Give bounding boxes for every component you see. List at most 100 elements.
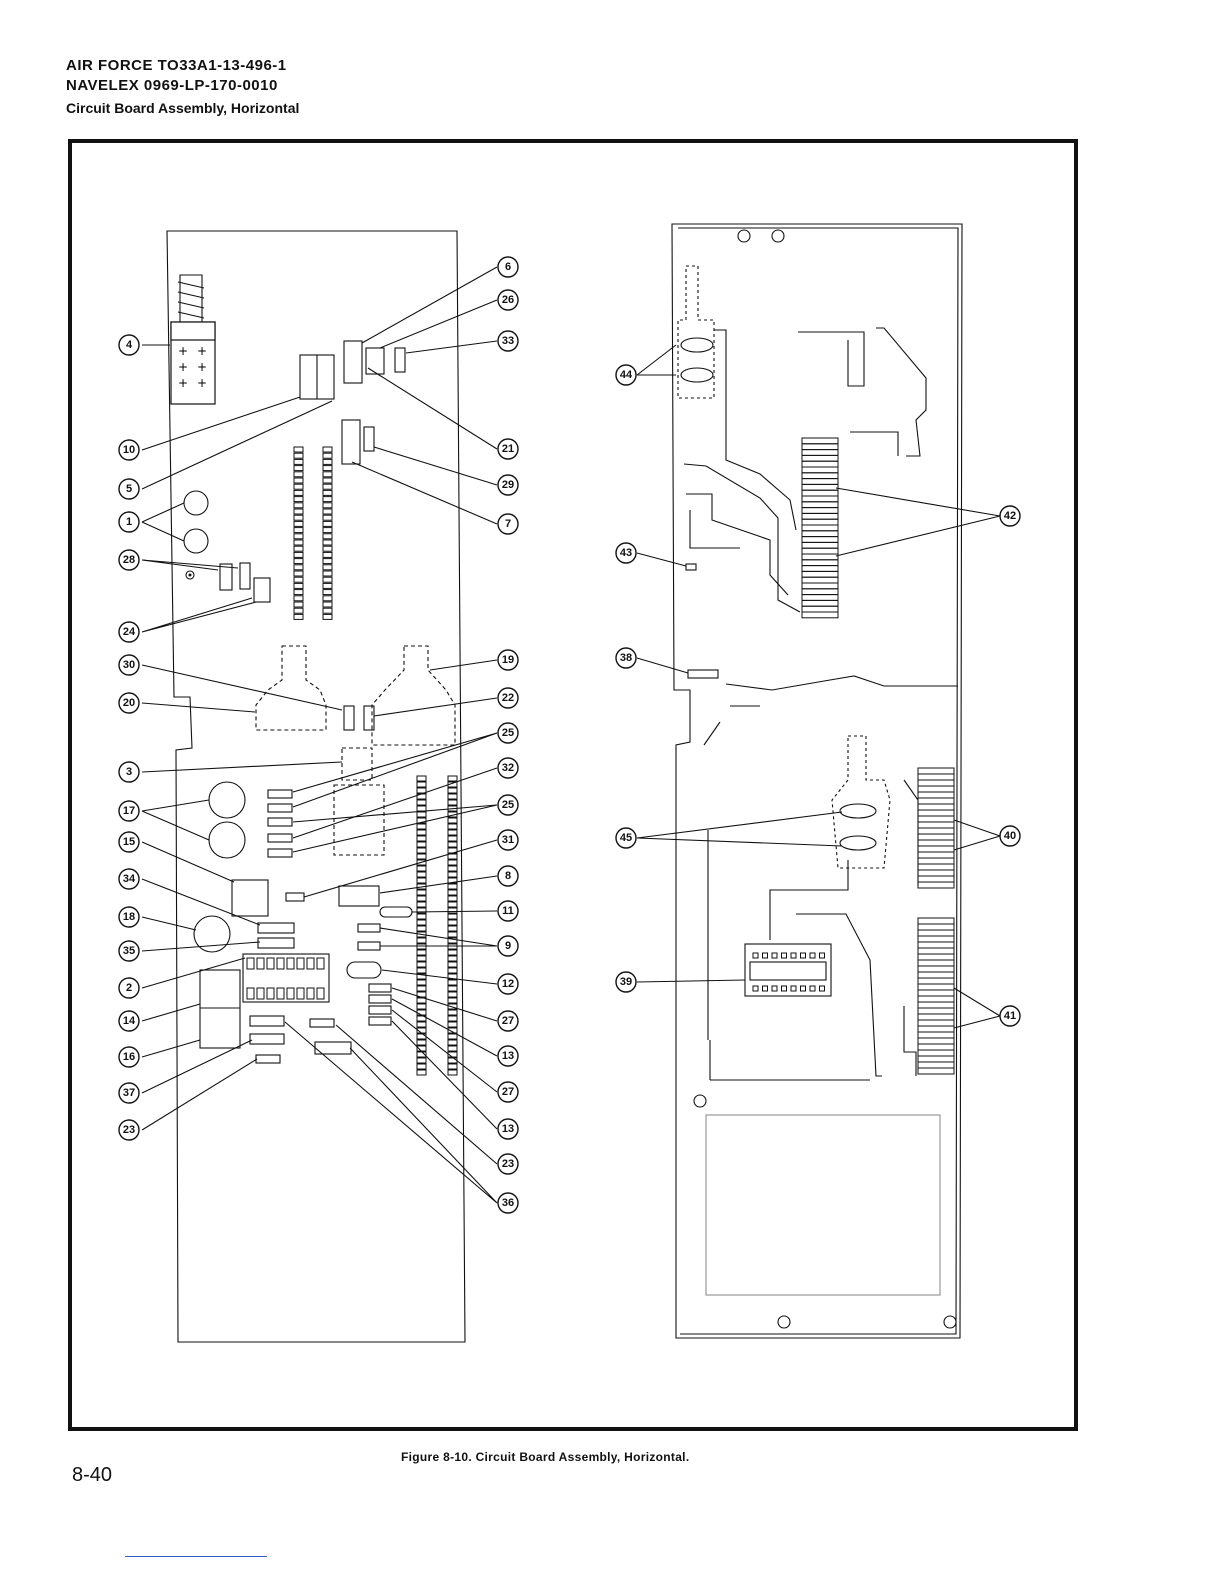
- edge-contact: [802, 461, 838, 467]
- callout-5: 5: [119, 479, 139, 499]
- svg-text:28: 28: [123, 554, 135, 566]
- svg-text:44: 44: [620, 369, 633, 381]
- edge-contact: [918, 1044, 954, 1050]
- solder-pad: [294, 490, 303, 495]
- callout-12: 12: [498, 974, 518, 994]
- svg-text:23: 23: [123, 1124, 135, 1136]
- solder-pad: [448, 932, 457, 937]
- edge-contact: [802, 542, 838, 548]
- solder-pad: [417, 806, 426, 811]
- svg-text:33: 33: [502, 335, 514, 347]
- solder-pad: [417, 836, 426, 841]
- solder-pad: [294, 614, 303, 619]
- pad-columns-lower: [417, 776, 457, 1075]
- svg-text:13: 13: [502, 1123, 514, 1135]
- svg-text:31: 31: [502, 834, 514, 846]
- ic-pin: [257, 988, 264, 999]
- edge-contact: [918, 1038, 954, 1044]
- edge-contact: [802, 554, 838, 560]
- ic-pad: [782, 953, 787, 958]
- solder-pad: [448, 800, 457, 805]
- solder-pad: [417, 1070, 426, 1075]
- solder-pad: [417, 926, 426, 931]
- solder-pad: [294, 509, 303, 514]
- svg-text:25: 25: [502, 799, 514, 811]
- edge-contact: [802, 566, 838, 572]
- ic-pin: [317, 988, 324, 999]
- solder-pad: [323, 453, 332, 458]
- edge-contact: [802, 537, 838, 543]
- solder-pad: [448, 992, 457, 997]
- edge-connector-41: [918, 918, 954, 1074]
- solder-pad: [294, 540, 303, 545]
- ic-pad: [791, 953, 796, 958]
- edge-contact: [802, 600, 838, 606]
- solder-pad: [448, 998, 457, 1003]
- solder-pad: [448, 860, 457, 865]
- edge-contact: [802, 548, 838, 554]
- solder-pad: [294, 472, 303, 477]
- callout-32: 32: [498, 758, 518, 778]
- solder-pad: [448, 788, 457, 793]
- page-number: 8-40: [72, 1464, 112, 1487]
- ic-pad: [763, 986, 768, 991]
- ic-pin: [247, 958, 254, 969]
- callout-31: 31: [498, 830, 518, 850]
- solder-pad: [294, 583, 303, 588]
- svg-text:43: 43: [620, 547, 632, 559]
- edge-contact: [918, 1026, 954, 1032]
- figure-frame: [70, 141, 1076, 1429]
- solder-pad: [417, 968, 426, 973]
- solder-pad: [294, 577, 303, 582]
- callout-14: 14: [119, 1011, 139, 1031]
- solder-pad: [448, 962, 457, 967]
- solder-pad: [323, 497, 332, 502]
- edge-contact: [802, 444, 838, 450]
- integrated-circuit-dip: [243, 954, 329, 1002]
- edge-contact: [918, 1002, 954, 1008]
- edge-contact: [918, 984, 954, 990]
- solder-pad: [417, 812, 426, 817]
- svg-text:29: 29: [502, 479, 514, 491]
- solder-pad: [323, 466, 332, 471]
- solder-pad: [417, 920, 426, 925]
- callout-26: 26: [498, 290, 518, 310]
- solder-pad: [448, 884, 457, 889]
- edge-contact: [918, 990, 954, 996]
- svg-text:+: +: [197, 376, 207, 390]
- solder-pad: [448, 1046, 457, 1051]
- callout-13-lower: 13: [498, 1119, 518, 1139]
- svg-text:13: 13: [502, 1050, 514, 1062]
- callout-13-upper: 13: [498, 1046, 518, 1066]
- svg-text:38: 38: [620, 652, 632, 664]
- solder-pad: [448, 842, 457, 847]
- solder-pad: [417, 1064, 426, 1069]
- solder-pad: [417, 1040, 426, 1045]
- solder-pad: [448, 854, 457, 859]
- edge-contact: [918, 774, 954, 780]
- solder-pad: [448, 908, 457, 913]
- solder-pad: [417, 782, 426, 787]
- solder-pad: [323, 521, 332, 526]
- solder-pad: [448, 1040, 457, 1045]
- solder-pad: [323, 590, 332, 595]
- solder-pad: [323, 577, 332, 582]
- edge-contact: [918, 882, 954, 888]
- callout-21: 21: [498, 439, 518, 459]
- ic-pad: [810, 986, 815, 991]
- solder-pad: [448, 836, 457, 841]
- edge-contact: [918, 840, 954, 846]
- edge-contact: [918, 948, 954, 954]
- callout-43: 43: [616, 543, 636, 563]
- edge-contact: [918, 1062, 954, 1068]
- svg-text:6: 6: [505, 261, 511, 273]
- callout-45: 45: [616, 828, 636, 848]
- callout-22: 22: [498, 688, 518, 708]
- edge-contact: [802, 577, 838, 583]
- edge-contact: [802, 496, 838, 502]
- svg-text:35: 35: [123, 945, 135, 957]
- svg-text:36: 36: [502, 1197, 514, 1209]
- ic-pad: [753, 953, 758, 958]
- solder-pad: [448, 896, 457, 901]
- solder-pad: [448, 914, 457, 919]
